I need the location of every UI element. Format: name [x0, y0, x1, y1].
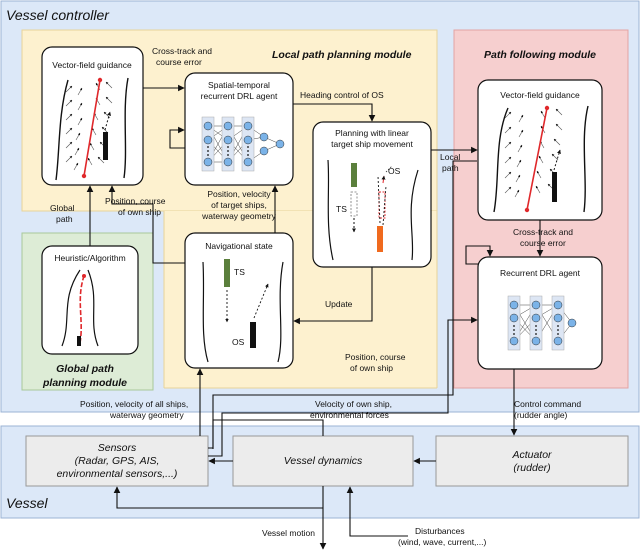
ts-label-planning: TS: [336, 204, 347, 214]
pos-vel-label-1: Position, velocity: [207, 189, 271, 199]
disturbances-label-1: Disturbances: [415, 526, 465, 536]
control-label-2: (rudder angle): [514, 410, 568, 420]
vessel-title: Vessel: [6, 495, 48, 511]
agent-label-1: Spatial-temporal: [208, 80, 270, 90]
local-path-label-2: path: [442, 163, 459, 173]
vector-field-arrows-following: [504, 108, 563, 198]
control-label-1: Control command: [514, 399, 581, 409]
own-ship-icon: [377, 226, 383, 252]
pos-vel-all-label-2: waterway geometry: [109, 410, 184, 420]
vessel-dynamics-label: Vessel dynamics: [284, 455, 363, 467]
target-ship-icon: [351, 163, 357, 187]
following-cross-track-label-1: Cross-track and: [513, 227, 573, 237]
os-label-planning: OS: [388, 166, 401, 176]
pos-vel-label-3: waterway geometry: [201, 211, 276, 221]
neural-network-icon-local: [201, 116, 285, 172]
heuristic-label: Heuristic/Algorithm: [54, 253, 125, 263]
vector-field-label-local: Vector-field guidance: [52, 60, 132, 70]
vector-field-box-local: Vector-field guidance: [41, 46, 144, 186]
local-path-label-1: Local: [440, 152, 460, 162]
following-pos-course-label-2: of own ship: [350, 363, 393, 373]
pos-vel-label-2: of target ships,: [211, 200, 267, 210]
vessel-motion-label: Vessel motion: [262, 528, 315, 538]
nav-state-label: Navigational state: [205, 241, 273, 251]
vector-field-label-following: Vector-field guidance: [500, 90, 580, 100]
planning-label-2: target ship movement: [331, 139, 413, 149]
vector-field-box-following: Vector-field guidance: [477, 79, 603, 221]
sensors-label-2: (Radar, GPS, AIS,: [75, 455, 160, 467]
global-module-title-1: Global path: [56, 363, 114, 375]
recurrent-agent-label: Recurrent DRL agent: [500, 268, 581, 278]
vessel-dynamics-box: Vessel dynamics: [232, 435, 414, 487]
actuator-label-1: Actuator: [511, 449, 552, 461]
vel-env-label-1: Velocity of own ship,: [315, 399, 392, 409]
nav-ts-icon: [224, 259, 230, 287]
agent-label-2: recurrent DRL agent: [201, 91, 278, 101]
neural-network-icon-following: [507, 295, 577, 351]
disturbances-label-2: (wind, wave, current,...): [398, 537, 487, 547]
sensors-box: Sensors (Radar, GPS, AIS, environmental …: [25, 435, 209, 487]
nav-os-icon: [250, 322, 256, 348]
global-pos-course-label-1: Position, course: [105, 196, 166, 206]
vel-env-label-2: environmental forces: [310, 410, 389, 420]
vessel-controller-title: Vessel controller: [6, 7, 110, 23]
navigational-state-box: Navigational state TS OS: [184, 232, 294, 369]
update-label: Update: [325, 299, 353, 309]
path-following-title: Path following module: [484, 49, 596, 61]
cross-track-label-local-1: Cross-track and: [152, 46, 212, 56]
global-path-label-1: Global: [50, 203, 75, 213]
global-module-title-2: planning module: [42, 377, 127, 389]
planning-label-1: Planning with linear: [335, 128, 409, 138]
connector-labels: Cross-track and course error Heading con…: [50, 46, 581, 547]
local-module-title: Local path planning module: [272, 49, 412, 61]
global-pos-course-label-2: of own ship: [118, 207, 161, 217]
cross-track-label-local-2: course error: [156, 57, 202, 67]
spatial-temporal-agent-box: Spatial-temporal recurrent DRL agent: [184, 72, 294, 186]
connectors: [86, 84, 544, 550]
ts-label-nav: TS: [234, 267, 245, 277]
actuator-box: Actuator (rudder): [435, 435, 629, 487]
os-label-nav: OS: [232, 337, 245, 347]
following-cross-track-label-2: course error: [520, 238, 566, 248]
actuator-label-2: (rudder): [513, 462, 550, 474]
planning-box: Planning with linear target ship movemen…: [312, 121, 432, 268]
heading-label: Heading control of OS: [300, 90, 384, 100]
global-path-label-2: path: [56, 214, 73, 224]
sensors-label-3: environmental sensors,...): [57, 468, 178, 480]
sensors-label-1: Sensors: [98, 442, 137, 454]
heuristic-box: Heuristic/Algorithm: [41, 245, 139, 355]
vector-field-arrows-local: [65, 81, 113, 171]
pos-vel-all-label-1: Position, velocity of all ships,: [80, 399, 188, 409]
following-pos-course-label-1: Position, course: [345, 352, 406, 362]
recurrent-drl-agent-box: Recurrent DRL agent: [477, 256, 603, 370]
